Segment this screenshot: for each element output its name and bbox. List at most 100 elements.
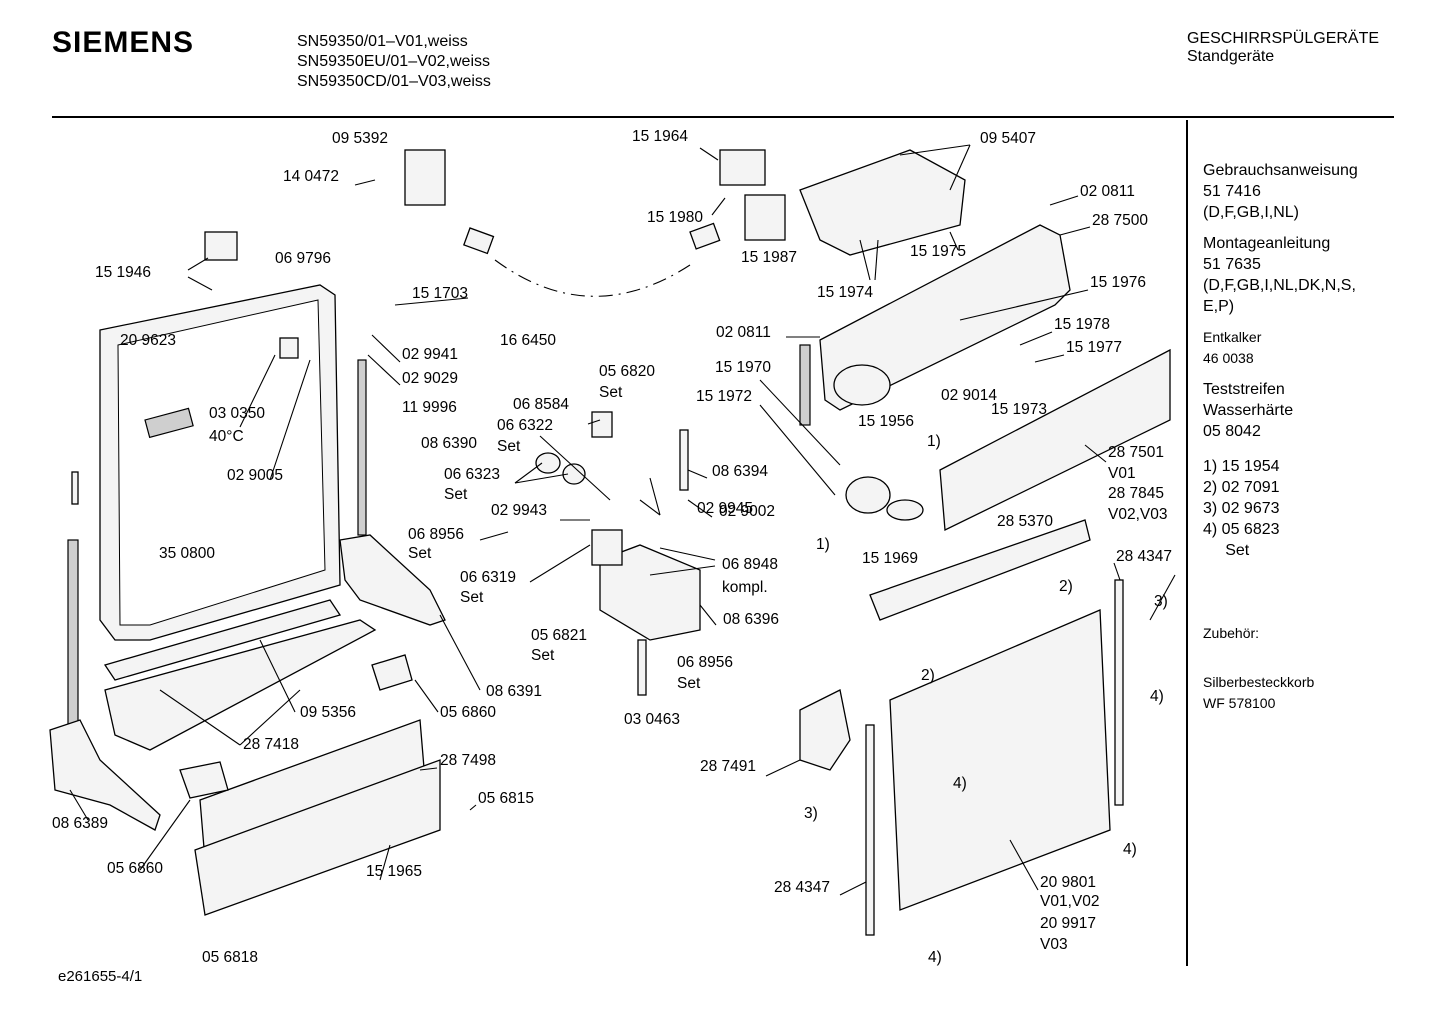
leader-line	[759, 404, 836, 496]
part-number-label: 40°C	[209, 428, 244, 445]
part-number-label: 05 6860	[440, 704, 496, 721]
leader-line	[949, 144, 971, 191]
product-category: GESCHIRRSPÜLGERÄTE Standgeräte	[1187, 30, 1379, 66]
leader-line	[239, 689, 301, 746]
part-number-label: 4)	[1150, 688, 1164, 705]
descaler-number: 46 0038	[1203, 350, 1254, 366]
part-number-label: 08 6396	[723, 611, 779, 628]
leader-line	[1084, 444, 1107, 463]
leader-line	[1019, 331, 1053, 346]
leader-line	[859, 239, 871, 281]
category-subtitle: Standgeräte	[1187, 48, 1275, 65]
footnote: 3) 02 9673	[1203, 500, 1280, 517]
category-title: GESCHIRRSPÜLGERÄTE	[1187, 30, 1380, 47]
footnote-list: 1) 15 1954 2) 02 7091 3) 02 9673 4) 05 6…	[1203, 456, 1403, 561]
part-number-label: 02 9005	[227, 467, 283, 484]
leader-line	[69, 789, 89, 821]
leader-line	[839, 881, 867, 896]
leader-line	[1009, 839, 1039, 891]
control-panel-part	[819, 224, 1071, 411]
leader-line	[469, 804, 477, 811]
clip-strip-part	[799, 344, 811, 426]
part-number-label: 02 0811	[1080, 183, 1135, 200]
installation-guide-languages: E,P)	[1203, 298, 1235, 315]
part-number-label: 05 6815	[478, 790, 534, 807]
part-number-label: 15 1956	[858, 413, 914, 430]
part-number-label: 14 0472	[283, 168, 339, 185]
leader-line	[539, 435, 611, 501]
model-list: SN59350/01–V01,weiss SN59350EU/01–V02,we…	[297, 32, 491, 92]
part-number-label: 15 1946	[95, 264, 151, 281]
part-number-label: 1)	[927, 433, 941, 450]
part-number-label: Set	[677, 675, 701, 692]
leader-line	[759, 379, 841, 466]
part-number-label: 2)	[1059, 578, 1073, 595]
leader-line	[371, 334, 401, 363]
footnote: Set	[1203, 542, 1250, 559]
part-number-label: 15 1969	[862, 550, 918, 567]
part-number-label: 4)	[953, 775, 967, 792]
part-number-label: 1)	[816, 536, 830, 553]
part-number-label: 15 1703	[412, 285, 468, 302]
spring-part	[357, 359, 367, 536]
installation-guide-number: 51 7635	[1203, 256, 1261, 273]
test-strips-title: Wasserhärte	[1203, 402, 1294, 419]
part-number-label: 05 6818	[202, 949, 258, 966]
installation-guide-languages: (D,F,GB,I,NL,DK,N,S,	[1203, 277, 1356, 294]
part-number-label: 28 7491	[700, 758, 756, 775]
latch-part	[719, 149, 766, 186]
leader-line	[354, 179, 376, 186]
sidebar-divider	[1186, 120, 1188, 966]
accessory-name: Silberbesteckkorb	[1203, 674, 1315, 690]
fascia-plate-part	[939, 348, 1171, 532]
part-number-label: 35 0800	[159, 545, 215, 562]
part-number-label: 20 9623	[120, 332, 176, 349]
part-number-label: Set	[497, 438, 521, 455]
leader-line	[649, 565, 716, 576]
side-bracket-part	[339, 534, 446, 626]
model-line: SN59350EU/01–V02,weiss	[297, 53, 491, 70]
part-number-label: 15 1975	[910, 243, 966, 260]
part-number-label: 15 1977	[1066, 339, 1122, 356]
part-number-label: 20 9917	[1040, 915, 1096, 932]
part-number-label: 05 6820	[599, 363, 655, 380]
connector-part	[689, 222, 721, 250]
leader-line	[765, 759, 801, 777]
part-number-label: 28 5370	[997, 513, 1053, 530]
gasket-part	[799, 689, 851, 771]
leader-line	[687, 499, 713, 518]
hinge-part	[49, 719, 161, 831]
part-number-label: 09 5392	[332, 130, 388, 147]
part-number-label: 15 1987	[741, 249, 797, 266]
leader-line	[639, 499, 661, 516]
user-manual-title: Gebrauchsanweisung	[1203, 162, 1358, 179]
part-number-label: 15 1976	[1090, 274, 1146, 291]
part-number-label: 28 7498	[440, 752, 496, 769]
cable-path	[494, 259, 691, 297]
user-manual-languages: (D,F,GB,I,NL)	[1203, 204, 1300, 221]
leader-line	[269, 359, 311, 481]
descaler-info: Entkalker 46 0038	[1203, 327, 1403, 369]
part-drawings	[49, 149, 1171, 936]
side-trim-part	[1114, 579, 1124, 806]
part-number-label: 15 1980	[647, 209, 703, 226]
leader-line	[899, 144, 971, 156]
part-number-label: 15 1964	[632, 128, 688, 145]
part-number-label: 06 6322	[497, 417, 553, 434]
part-number-label: 02 9941	[402, 346, 458, 363]
part-number-label: 15 1974	[817, 284, 873, 301]
knob-assembly-part	[845, 476, 891, 514]
accessories-heading: Zubehör:	[1203, 625, 1260, 641]
leader-line	[1149, 574, 1176, 621]
door-lock-part	[744, 194, 786, 241]
part-number-label: 3)	[804, 805, 818, 822]
part-number-label: 15 1970	[715, 359, 771, 376]
part-number-label: 28 7501	[1108, 444, 1164, 461]
rail-part	[103, 599, 342, 681]
part-number-label: 02 9002	[719, 503, 775, 520]
part-number-label: 02 9943	[491, 502, 547, 519]
test-strips-info: Teststreifen Wasserhärte 05 8042	[1203, 379, 1403, 442]
part-number-label: 2)	[921, 667, 935, 684]
part-number-label: 06 6323	[444, 466, 500, 483]
